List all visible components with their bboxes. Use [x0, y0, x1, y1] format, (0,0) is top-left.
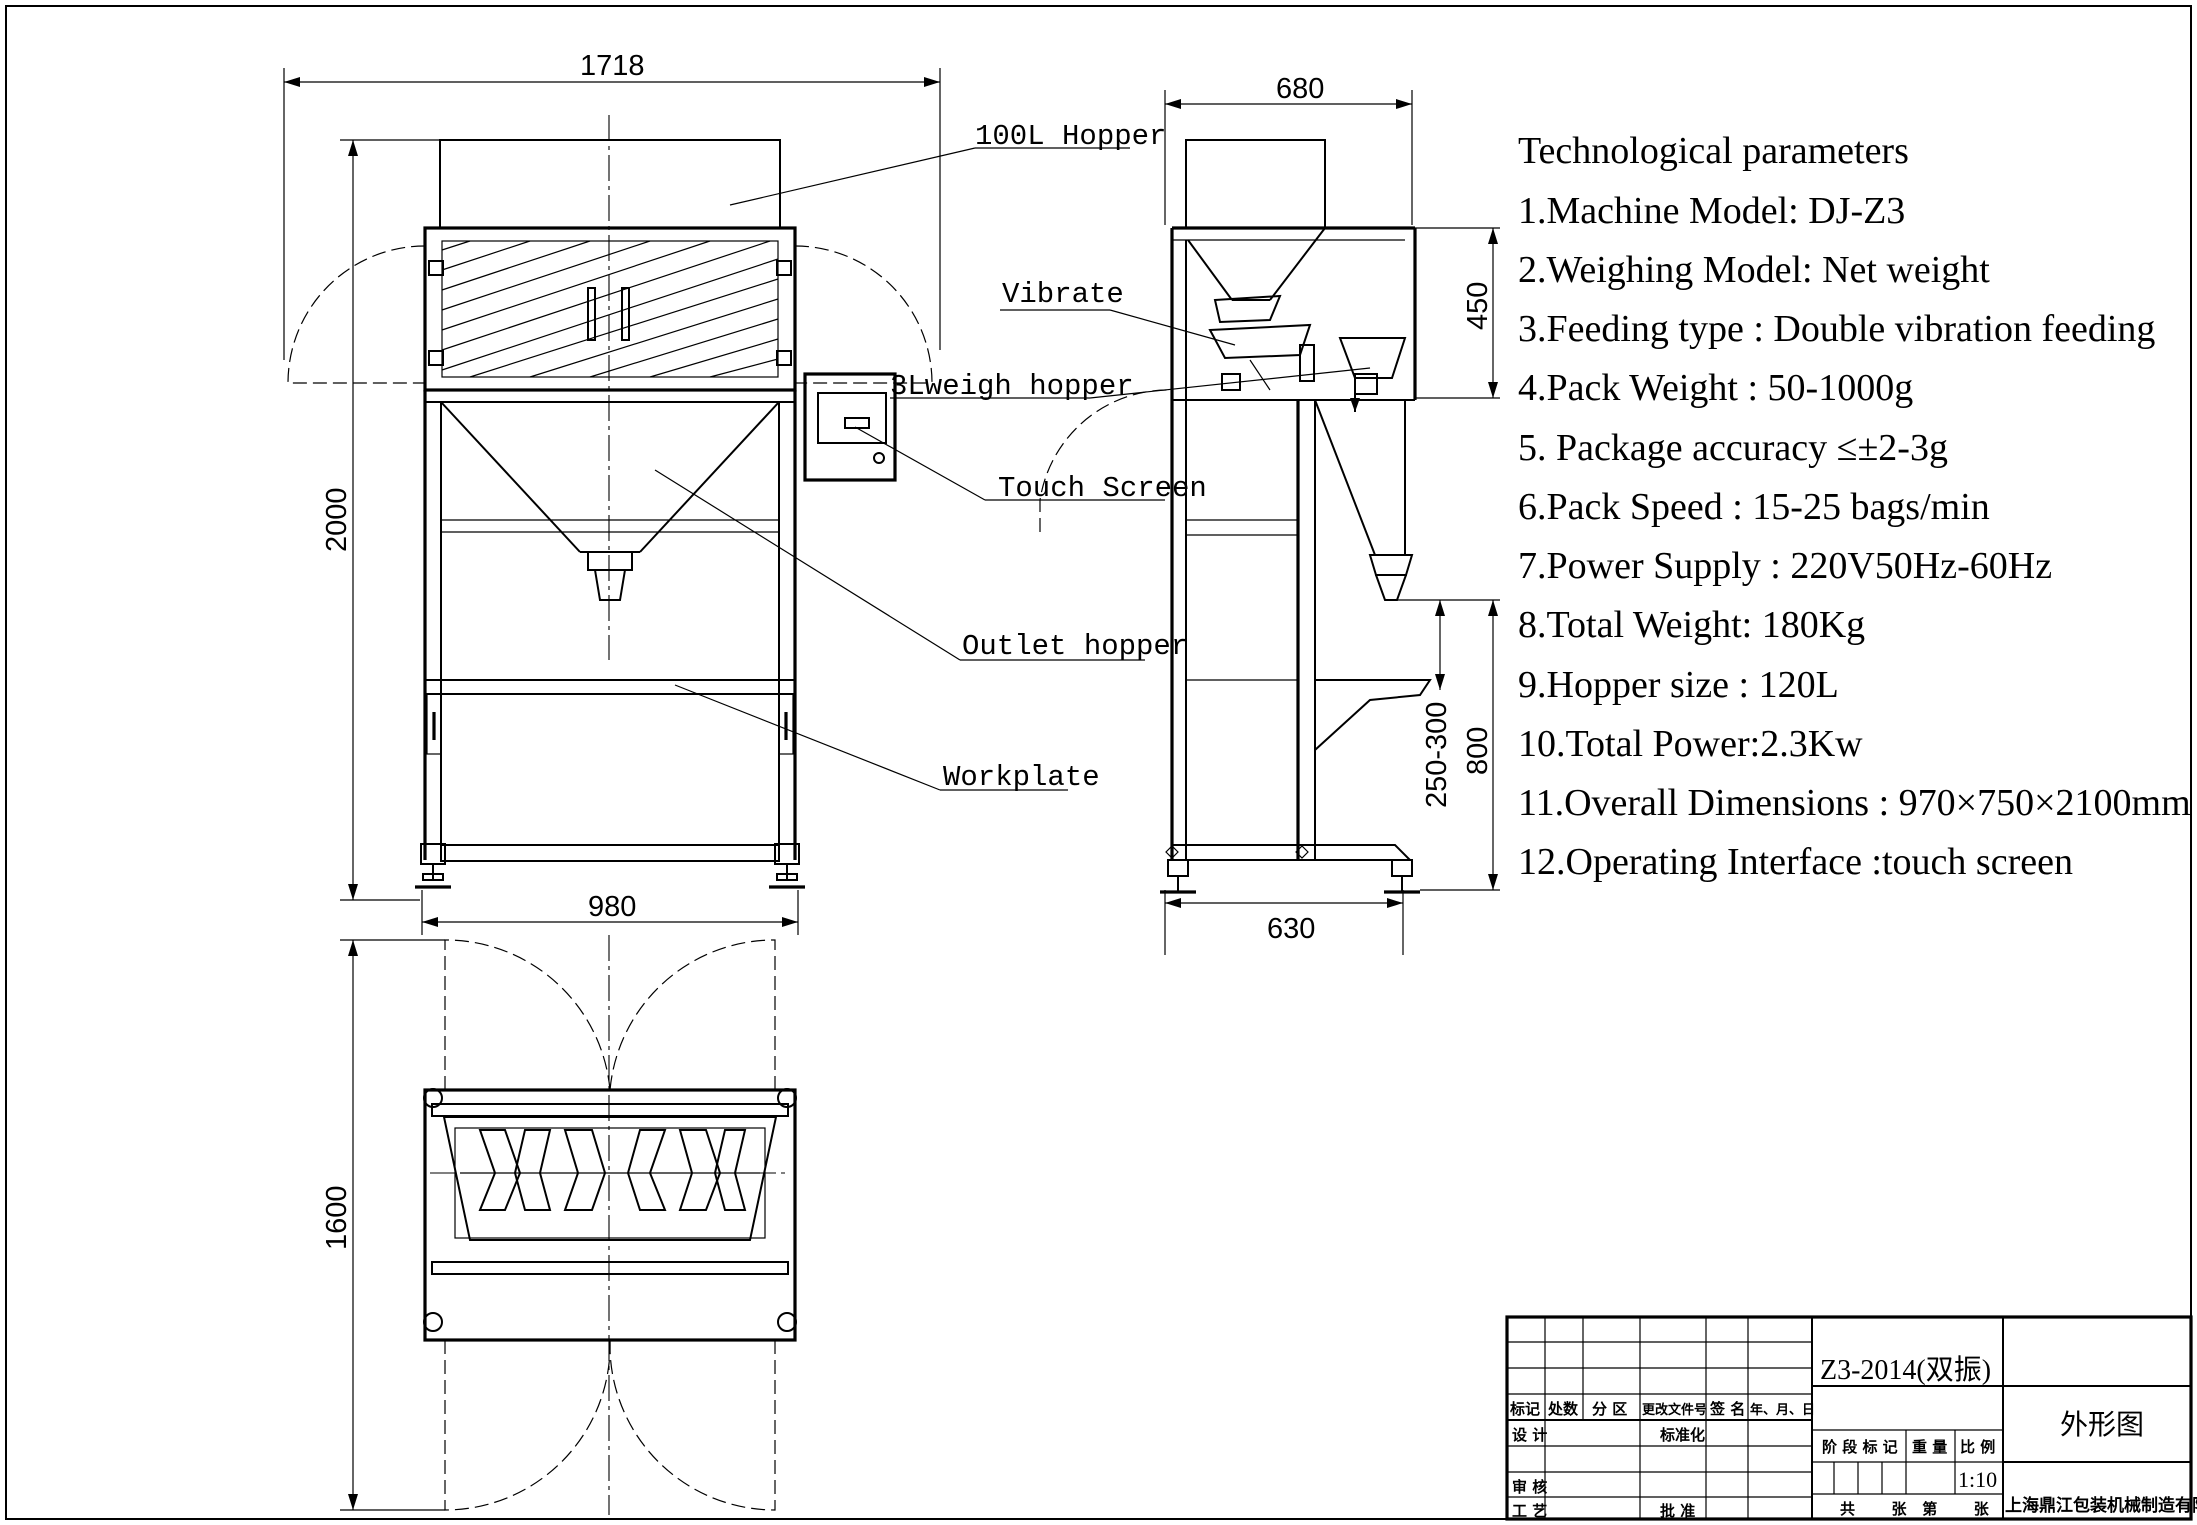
dim-side-base: 630: [1267, 913, 1315, 945]
param-item: 7.Power Supply : 220V50Hz-60Hz: [1518, 545, 2052, 587]
dim-front-width: 1718: [580, 50, 645, 82]
label-outlet-hopper: Outlet hopper: [962, 630, 1188, 663]
param-item: 4.Pack Weight : 50-1000g: [1518, 367, 1913, 409]
scale-value: 1:10: [1958, 1467, 1997, 1492]
label-workplate: Workplate: [943, 761, 1100, 794]
tb-design: 设 计: [1512, 1426, 1547, 1444]
label-100l-hopper: 100L Hopper: [975, 120, 1166, 153]
param-item: 2.Weighing Model: Net weight: [1518, 249, 1990, 291]
tb-count: 处数: [1547, 1400, 1579, 1418]
dim-top-depth: 1600: [321, 1185, 353, 1250]
tb-sheets: 共 张 第 张: [1840, 1500, 1990, 1518]
front-cover: [423, 226, 797, 392]
front-workplate: [424, 679, 796, 695]
side-view: 680 450 250-300 800 630: [1039, 73, 1500, 955]
label-touch-screen: Touch Screen: [998, 472, 1207, 505]
front-view: 1718 2000 980: [283, 50, 941, 935]
param-item: 6.Pack Speed : 15-25 bags/min: [1518, 486, 1990, 528]
drawing-number: Z3-2014(双振): [1820, 1354, 1991, 1386]
callouts: 100L Hopper Vibrate 3Lweigh hopper Touch…: [654, 120, 1371, 794]
dim-front-base: 980: [588, 891, 636, 923]
top-view: 1600: [321, 935, 797, 1515]
vibrate-tray: [1213, 294, 1282, 324]
weigh-hopper: [1338, 337, 1407, 379]
dim-side-height: 800: [1462, 727, 1494, 775]
tb-ratio: 比 例: [1960, 1438, 1995, 1456]
param-item: 3.Feeding type : Double vibration feedin…: [1518, 308, 2155, 350]
top-frame: [423, 1088, 797, 1342]
tb-stage: 阶 段 标 记: [1822, 1438, 1898, 1456]
tb-sign: 签 名: [1709, 1400, 1745, 1418]
dim-side-outlet: 250-300: [1421, 702, 1453, 808]
param-item: 12.Operating Interface :touch screen: [1518, 841, 2073, 883]
param-item: 10.Total Power:2.3Kw: [1518, 723, 1863, 765]
side-workplate: [1314, 679, 1432, 751]
tb-doc: 更改文件号: [1642, 1402, 1707, 1418]
param-item: 5. Package accuracy ≤±2-3g: [1518, 427, 1948, 469]
dim-front-height: 2000: [321, 487, 353, 552]
label-vibrate: Vibrate: [1002, 278, 1124, 311]
touch-screen-box: [803, 372, 897, 482]
params-title: Technological parameters: [1518, 130, 1909, 172]
dim-side-width: 680: [1276, 73, 1324, 105]
tb-approve: 批 准: [1660, 1502, 1695, 1520]
dim-side-top: 450: [1462, 282, 1494, 330]
front-hopper: [439, 139, 781, 229]
title-block: Z3-2014(双振) 外形图 上海鼎江包装机械制造有限公司 1:10 标记 处…: [1505, 1315, 2197, 1521]
param-item: 8.Total Weight: 180Kg: [1518, 604, 1865, 646]
tb-standard: 标准化: [1659, 1426, 1705, 1444]
param-item: 9.Hopper size : 120L: [1518, 664, 1839, 706]
param-item: 1.Machine Model: DJ-Z3: [1518, 190, 1905, 232]
tb-date: 年、月、日: [1750, 1402, 1815, 1418]
drawing-border: [5, 5, 2192, 1520]
tb-process: 工 艺: [1512, 1502, 1547, 1520]
tb-mark: 标记: [1509, 1400, 1540, 1418]
label-weigh-hopper: 3Lweigh hopper: [890, 370, 1134, 403]
tb-zone: 分 区: [1592, 1400, 1627, 1418]
drawing-name: 外形图: [2060, 1409, 2144, 1441]
param-item: 11.Overall Dimensions : 970×750×2100mm: [1518, 782, 2191, 824]
tb-weight: 重 量: [1912, 1438, 1947, 1456]
tb-review: 审 核: [1512, 1478, 1547, 1496]
side-hopper: [1185, 139, 1326, 229]
technological-parameters: Technological parameters 1.Machine Model…: [1518, 130, 2191, 883]
company-name: 上海鼎江包装机械制造有限公司: [2005, 1495, 2197, 1516]
